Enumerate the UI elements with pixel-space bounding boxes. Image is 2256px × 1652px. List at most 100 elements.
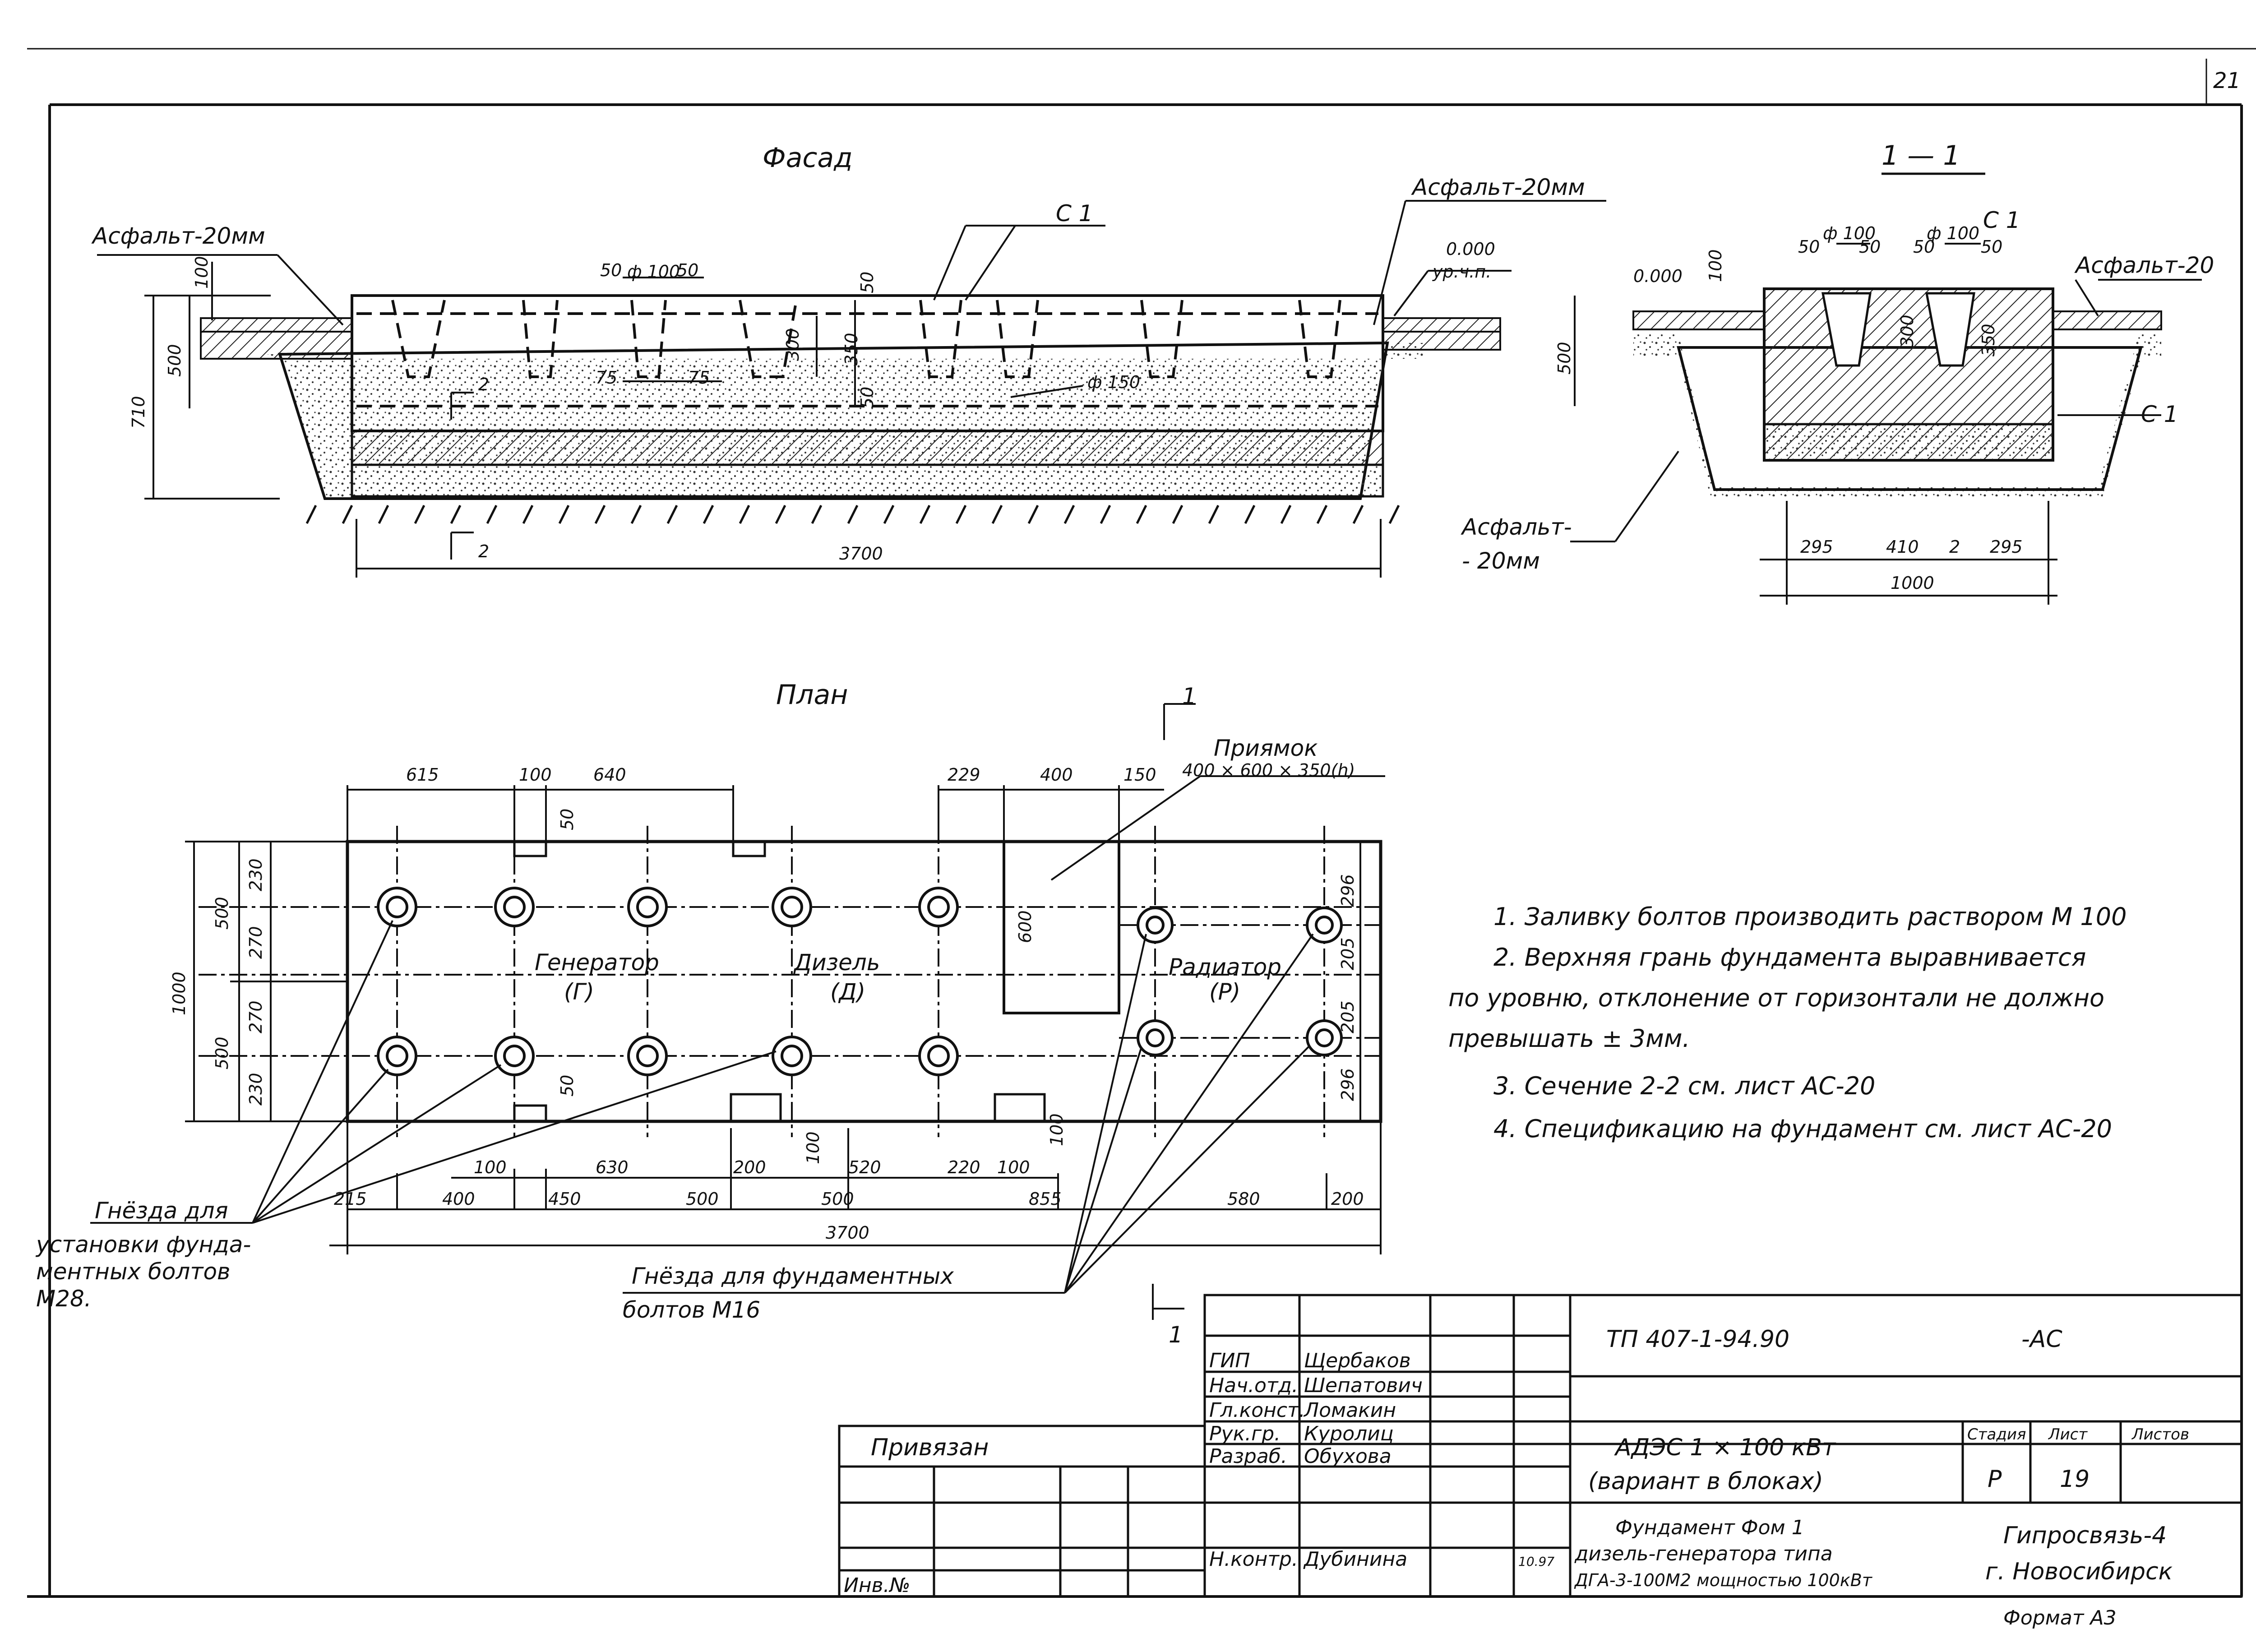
plan-dim-615: 615 (406, 765, 439, 785)
tb-inv: Инв.№ (844, 1574, 910, 1597)
facade-phi150: ф 150 (1087, 372, 1140, 392)
facade-title: Фасад (763, 142, 853, 174)
section-dim-300: 300 (1897, 315, 1917, 347)
section-dim-50b: 50 (1859, 237, 1881, 257)
plan-dim-right-205a: 205 (1338, 937, 1358, 970)
facade-dim-50b: 50 (677, 260, 698, 280)
plan-dim-580: 580 (1227, 1189, 1260, 1209)
tb-sheets-header: Листов (2131, 1425, 2189, 1444)
tb-drawing-1: Фундамент Фом 1 (1615, 1516, 1804, 1539)
tb-format: Формат А3 (2003, 1606, 2117, 1629)
plan-m28-line3: ментных болтов (36, 1259, 231, 1285)
note-2-cont: по уровню, отклонение от горизонтали не … (1448, 984, 2104, 1012)
plan-cut-1-top: 1 (1182, 683, 1197, 709)
plan-dim-b2-500b: 500 (821, 1189, 854, 1209)
facade-dim-350: 350 (841, 333, 861, 366)
tb-role-4: Рук.гр. (1209, 1422, 1281, 1445)
section-level: 0.000 (1633, 266, 1683, 286)
plan-title: План (776, 679, 848, 711)
tb-name-5: Обухова (1304, 1445, 1392, 1468)
plan-dim-b2-200: 200 (1331, 1189, 1364, 1209)
facade-dim-500: 500 (165, 344, 185, 377)
plan-dim-left-500b: 500 (212, 1037, 232, 1069)
tb-role-6: Н.контр. (1209, 1548, 1298, 1571)
plan-m16-line2: болтов М16 (623, 1297, 760, 1323)
tb-role-3: Гл.конст. (1209, 1399, 1305, 1422)
facade-asphalt-right: Асфальт-20мм (1411, 174, 1585, 200)
plan-dim-b1-100b: 100 (803, 1131, 823, 1164)
section-dim-500: 500 (1554, 342, 1574, 375)
plan-m16-line1: Гнёзда для фундаментных (632, 1263, 954, 1289)
plan-dim-top-400: 400 (1040, 765, 1073, 785)
tb-suffix: -АС (2021, 1326, 2062, 1353)
facade-c1: С 1 (1056, 200, 1093, 227)
plan-m28-line1: Гнёзда для (95, 1198, 228, 1224)
tb-drawing-3: ДГА-3-100М2 мощностью 100кВт (1574, 1570, 1873, 1590)
plan-dim-left-1000: 1000 (169, 972, 189, 1015)
section-dim-50a: 50 (1798, 237, 1820, 257)
facade-cut-2-top: 2 (478, 375, 489, 394)
facade-dim-300: 300 (783, 328, 803, 361)
plan-dim-bottom-50: 50 (557, 1075, 577, 1097)
tb-name-6: Дубинина (1303, 1548, 1407, 1571)
plan-label-generator: Генератор (535, 949, 659, 976)
tb-name-2: Шепатович (1304, 1374, 1423, 1397)
section-dim-100: 100 (1706, 249, 1725, 282)
plan-dim-640: 640 (593, 765, 626, 785)
plan-dim-b2-500a: 500 (686, 1189, 719, 1209)
plan-label-radiator-abbr: (Р) (1209, 979, 1240, 1005)
plan-dim-left-270a: 270 (246, 926, 266, 959)
tb-object-2: (вариант в блоках) (1588, 1468, 1823, 1495)
tb-nkontr-date: 10.97 (1518, 1554, 1554, 1569)
tb-privyazan: Привязан (871, 1434, 989, 1461)
plan-dim-215: 215 (334, 1189, 367, 1209)
section-1-1: 1 — 1 ф 100 ф 100 50 50 50 50 С 1 (1461, 140, 2214, 605)
facade-dim-3700: 3700 (839, 544, 883, 564)
plan-dim-3700: 3700 (826, 1223, 869, 1243)
plan-label-diesel: Дизель (793, 949, 880, 976)
facade-level-sub: ур.ч.п. (1432, 262, 1491, 282)
facade-dim-75b: 75 (688, 368, 710, 388)
tb-stage: Р (1988, 1466, 2002, 1493)
note-3: 3. Сечение 2-2 см. лист АС-20 (1493, 1072, 1875, 1100)
tb-stage-header: Стадия (1967, 1425, 2026, 1444)
section-dim-295b: 295 (1990, 537, 2023, 557)
plan-pit-depth: 600 (1015, 910, 1035, 943)
section-asphalt-right: Асфальт-20 (2074, 252, 2214, 278)
tb-code: ТП 407-1-94.90 (1606, 1326, 1789, 1353)
facade-dim-50d: 50 (857, 387, 877, 408)
section-title: 1 — 1 (1882, 140, 1960, 171)
plan-dim-b1-100c: 100 (997, 1157, 1030, 1177)
plan-dim-630: 630 (596, 1157, 629, 1177)
plan-label-radiator: Радиатор (1169, 954, 1281, 980)
tb-name-1: Щербаков (1304, 1349, 1411, 1372)
tb-drawing-2: дизель-генератора типа (1574, 1542, 1833, 1565)
plan-pit (1003, 840, 1120, 1014)
title-block: ТП 407-1-94.90 -АС ГИП Щербаков Нач.отд.… (838, 1294, 2243, 1629)
tb-object-1: АДЭС 1 × 100 кВт (1614, 1434, 1836, 1461)
plan-dim-left-230a: 230 (246, 858, 266, 891)
section-phi100a: ф 100 (1823, 223, 1876, 243)
section-dim-50c: 50 (1913, 237, 1935, 257)
sheet-number: 21 (2213, 68, 2241, 93)
section-dim-295a: 295 (1800, 537, 1833, 557)
plan-dim-left-500a: 500 (212, 897, 232, 930)
facade-level: 0.000 (1446, 239, 1495, 259)
note-2: 2. Верхняя грань фундамента выравниваетс… (1493, 943, 2086, 972)
facade-phi100: ф 100 (627, 262, 680, 282)
plan-dim-b1-200: 200 (733, 1157, 766, 1177)
facade-dim-50a: 50 (600, 260, 622, 280)
section-dim-410: 410 (1886, 537, 1919, 557)
tb-sheet-header: Лист (2048, 1425, 2088, 1444)
section-cut-2: 2 (1949, 537, 1960, 557)
facade-view: Фасад (91, 142, 1606, 578)
plan-m28-line2: установки фунда- (35, 1231, 251, 1258)
plan-cut-1-bottom: 1 (1169, 1322, 1183, 1348)
plan-dim-b2-400: 400 (442, 1189, 475, 1209)
plan-view: План (35, 679, 1385, 1348)
section-dim-50d: 50 (1981, 237, 2002, 257)
plan-dim-220: 220 (948, 1157, 980, 1177)
section-c1b: С 1 (2141, 401, 2178, 427)
plan-label-diesel-abbr: (Д) (830, 979, 865, 1005)
section-c1a: С 1 (1983, 207, 2020, 233)
